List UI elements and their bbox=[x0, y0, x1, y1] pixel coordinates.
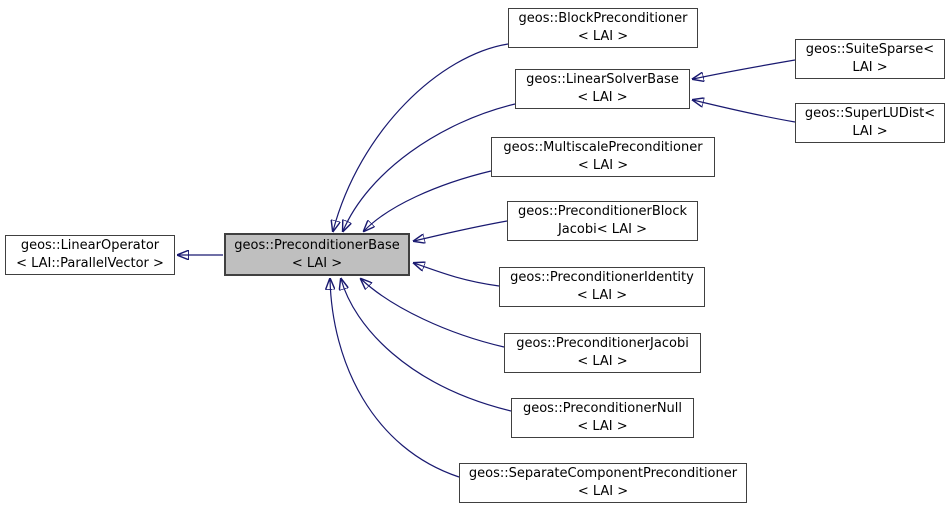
node-geos-preconditioneridentity[interactable]: geos::PreconditionerIdentity < LAI > bbox=[499, 267, 705, 307]
node-label-line2: < LAI > bbox=[577, 484, 629, 499]
node-label-line1: geos::LinearOperator bbox=[20, 238, 160, 253]
edge-preconditionernull-to-preconditionerbase bbox=[341, 279, 512, 412]
node-geos-linearoperator[interactable]: geos::LinearOperator < LAI::ParallelVect… bbox=[5, 235, 175, 275]
node-label-line2: < LAI > bbox=[577, 158, 629, 173]
node-label-line1: geos::PreconditionerNull bbox=[522, 401, 683, 416]
edge-preconditioneridentity-to-preconditionerbase bbox=[414, 263, 500, 287]
edge-multiscalepreconditioner-to-preconditionerbase bbox=[364, 170, 492, 231]
node-label-line1: geos::PreconditionerJacobi bbox=[516, 336, 689, 351]
node-label-line2: < LAI::ParallelVector > bbox=[16, 256, 164, 271]
edge-preconditionerblockjacobi-to-preconditionerbase bbox=[414, 220, 508, 241]
node-geos-linearsolverbase[interactable]: geos::LinearSolverBase < LAI > bbox=[515, 69, 690, 109]
edge-suitesparse-to-linearsolverbase bbox=[693, 59, 796, 79]
node-label-line1: geos::MultiscalePreconditioner bbox=[503, 140, 703, 155]
node-geos-preconditionernull[interactable]: geos::PreconditionerNull < LAI > bbox=[511, 398, 694, 438]
node-geos-superludist[interactable]: geos::SuperLUDist< LAI > bbox=[795, 103, 945, 143]
node-geos-preconditionerbase-current: geos::PreconditionerBase < LAI > bbox=[224, 233, 410, 276]
node-geos-preconditionerblockjacobi[interactable]: geos::PreconditionerBlock Jacobi< LAI > bbox=[507, 201, 698, 241]
node-label-line2: LAI > bbox=[852, 124, 888, 139]
node-label-line1: geos::LinearSolverBase bbox=[526, 72, 679, 87]
node-label-line2: < LAI > bbox=[577, 354, 628, 369]
node-label-line2: LAI > bbox=[852, 60, 888, 75]
node-label-line1: geos::PreconditionerIdentity bbox=[510, 270, 694, 285]
node-geos-preconditionerjacobi[interactable]: geos::PreconditionerJacobi < LAI > bbox=[504, 333, 701, 373]
edge-separatecomponentpreconditioner-to-preconditionerbase bbox=[330, 279, 460, 478]
edge-blockpreconditioner-to-preconditionerbase bbox=[333, 43, 509, 231]
node-label-line2: < LAI > bbox=[577, 29, 629, 44]
node-geos-separatecomponentpreconditioner[interactable]: geos::SeparateComponentPreconditioner < … bbox=[459, 463, 747, 503]
edge-linearsolverbase-to-preconditionerbase bbox=[343, 103, 516, 231]
edge-preconditionerjacobi-to-preconditionerbase bbox=[361, 279, 505, 348]
node-label-line1: geos::SuperLUDist< bbox=[804, 106, 936, 121]
node-label-line2: < LAI > bbox=[577, 419, 628, 434]
node-label-line2: Jacobi< LAI > bbox=[557, 222, 648, 237]
node-label-line1: geos::PreconditionerBlock bbox=[517, 204, 687, 219]
node-geos-multiscalepreconditioner[interactable]: geos::MultiscalePreconditioner < LAI > bbox=[491, 137, 715, 177]
node-geos-blockpreconditioner[interactable]: geos::BlockPreconditioner < LAI > bbox=[508, 8, 698, 48]
node-label-line2: < LAI > bbox=[291, 255, 343, 271]
node-label-line1: geos::BlockPreconditioner bbox=[518, 11, 688, 26]
node-label-line1: geos::SuiteSparse< bbox=[805, 42, 935, 57]
node-label-line2: < LAI > bbox=[576, 288, 628, 303]
edge-superludist-to-linearsolverbase bbox=[693, 100, 796, 123]
node-label-line2: < LAI > bbox=[577, 90, 628, 105]
node-geos-suitesparse[interactable]: geos::SuiteSparse< LAI > bbox=[795, 39, 945, 79]
node-label-line1: geos::PreconditionerBase bbox=[234, 237, 400, 253]
node-label-line1: geos::SeparateComponentPreconditioner bbox=[468, 466, 738, 481]
